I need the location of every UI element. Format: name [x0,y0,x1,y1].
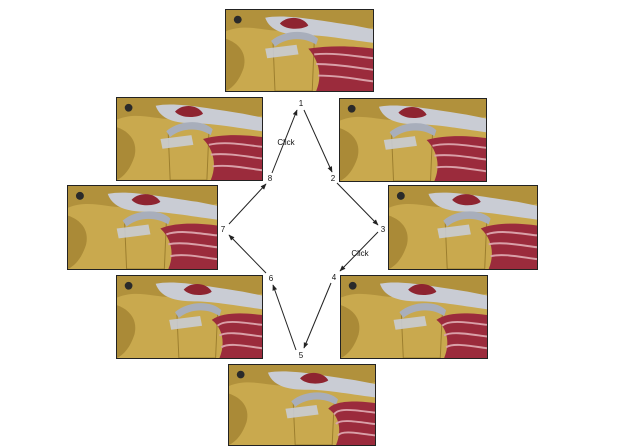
step-label-1: 1 [299,99,304,108]
arrow-4-5 [304,283,331,348]
click-annotation-upper: Click [277,138,295,147]
arrow-7-8 [229,184,266,224]
arrow-5-6 [273,285,296,350]
step-label-8: 8 [268,174,273,183]
step-label-3: 3 [381,225,386,234]
click-annotation-lower: Click [351,249,369,258]
step-label-4: 4 [332,273,337,282]
arrow-6-7 [229,235,266,273]
step-label-6: 6 [269,274,274,283]
step-label-7: 7 [221,225,226,234]
arrow-1-2 [304,110,332,172]
step-label-5: 5 [299,351,304,360]
step-label-2: 2 [331,174,336,183]
arrow-2-3 [337,183,378,225]
